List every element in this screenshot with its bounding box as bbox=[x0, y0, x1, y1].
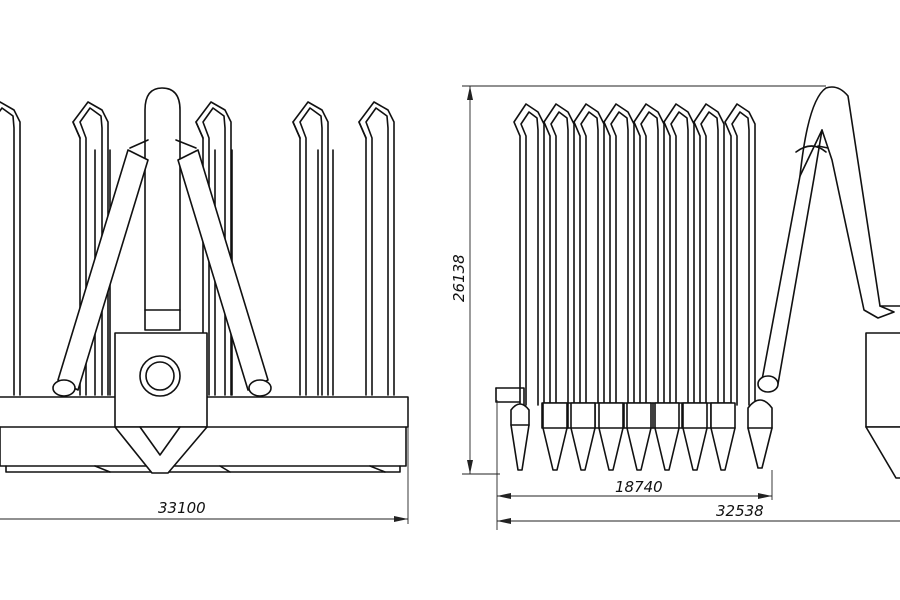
side-overall-width-label: 32538 bbox=[716, 502, 764, 520]
front-struts bbox=[52, 149, 272, 397]
side-pipes bbox=[513, 103, 756, 406]
side-inner-width-dimension: 18740 bbox=[496, 400, 773, 530]
side-pipe bbox=[513, 103, 545, 406]
front-pipe bbox=[358, 101, 395, 396]
side-inner-width-label: 18740 bbox=[615, 478, 663, 496]
side-right-module bbox=[865, 332, 900, 479]
side-pipe bbox=[543, 103, 575, 406]
front-width-label: 33100 bbox=[158, 499, 206, 517]
front-view: 33100 bbox=[0, 87, 409, 524]
front-central-box bbox=[114, 332, 208, 474]
front-pipe bbox=[292, 101, 329, 396]
side-height-dimension: 26138 bbox=[450, 85, 826, 475]
front-central-riser bbox=[129, 87, 197, 331]
side-view: 26138 18740 32538 bbox=[450, 85, 900, 530]
side-hoppers bbox=[510, 399, 773, 471]
side-pipe bbox=[633, 103, 665, 406]
front-pipe bbox=[0, 101, 21, 396]
side-pipe bbox=[724, 103, 756, 406]
side-pipe bbox=[573, 103, 605, 406]
side-overall-width-dimension: 32538 bbox=[497, 502, 900, 524]
side-duct bbox=[757, 86, 900, 393]
side-height-label: 26138 bbox=[450, 254, 468, 302]
front-width-dimension: 33100 bbox=[0, 400, 409, 524]
side-pipe bbox=[693, 103, 725, 406]
side-pipe bbox=[603, 103, 635, 406]
side-pipe bbox=[663, 103, 695, 406]
